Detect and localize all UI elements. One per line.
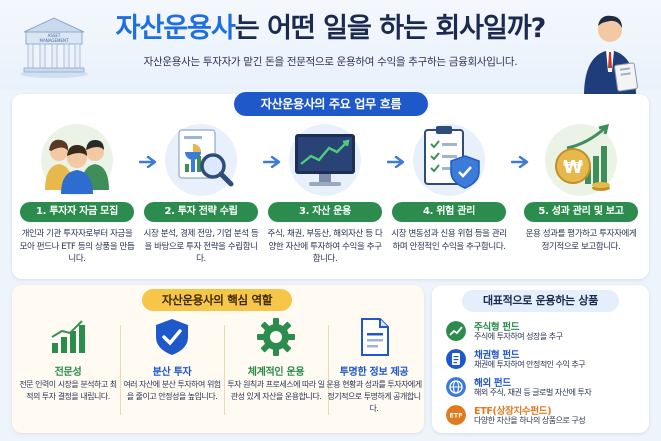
core-role-desc: 여러 자산에 분산 투자하여 위험을 줄이고 안정성을 높입니다. [123,380,221,401]
product-item: 해외 펀드 해외 주식, 채권 등 글로벌 자산에 투자 [446,375,646,401]
flow-step-label: 5. 성과 관리 및 보고 [524,202,638,222]
product-desc: 채권에 투자하여 안정적인 수익 추구 [474,360,586,369]
core-role-3: 체계적인 운용 투자 원칙과 프로세스에 따라 일관성 있게 자산을 운용합니다… [226,315,326,430]
product-name: 주식형 펀드 [474,322,520,333]
product-name: ETF(상장지수펀드) [474,406,552,417]
building-sign-line2: MANAGEMENT [40,38,69,43]
core-role-desc: 전문 인력이 시장을 분석하고 최적의 투자 결정을 내립니다. [19,380,117,401]
products-title: 대표적으로 운용하는 상품 [462,290,619,312]
product-desc: 주식에 투자하여 성장을 추구 [474,332,563,341]
product-item: 채권형 펀드 채권에 투자하여 안정적인 수익 추구 [446,347,646,373]
etf-icon-text: ETF [449,412,462,420]
divider [328,325,329,415]
flow-step-label: 2. 투자 전략 수립 [144,202,258,222]
core-roles-section: 자산운용사의 핵심 역할 전문성 전문 인력이 시장을 분석하고 최적의 투자 … [12,285,424,433]
core-role-2: 분산 투자 여러 자산에 분산 투자하여 위험을 줄이고 안정성을 높입니다. [122,315,222,430]
product-name: 해외 펀드 [474,378,511,389]
product-desc: 다양한 자산을 하나의 상품으로 구성 [474,416,586,425]
core-role-desc: 운용 현황과 성과를 투자자에게 정기적으로 투명하게 공개합니다. [326,380,422,413]
flow-step-desc: 시장 변동성과 신용 위험 등을 관리하며 안정적인 수익을 추구합니다. [391,229,507,252]
page-title: 자산운용사는 어떤 일을 하는 회사일까? [90,6,571,45]
divider [120,325,121,415]
core-role-name: 체계적인 운용 [247,367,305,378]
core-role-desc: 투자 원칙과 프로세스에 따라 일관성 있게 자산을 운용합니다. [227,380,325,401]
core-role-name: 전문성 [54,367,82,378]
core-roles-title: 자산운용사의 핵심 역할 [142,289,292,311]
flow-step-3: 3. 자산 운용 주식, 채권, 부동산, 해외자산 등 다양한 자산에 투자하… [266,118,384,278]
core-role-name: 투명한 정보 제공 [339,367,409,378]
business-person-illustration [584,15,638,96]
title-highlight: 자산운용사 [115,13,236,44]
gear-icon [257,318,295,356]
arrow-right-icon [139,156,157,168]
header-background [0,0,661,90]
flow-step-2: 2. 투자 전략 수립 시장 분석, 경제 전망, 기업 분석 등을 바탕으로 … [142,118,260,278]
flow-step-label: 4. 위험 관리 [392,202,506,222]
flow-step-label: 3. 자산 운용 [268,202,382,222]
work-flow-title: 자산운용사의 주요 업무 흐름 [234,92,428,116]
building-icon: ASSET MANAGEMENT [20,17,88,78]
bond-document-icon [446,349,466,369]
document-icon [361,318,389,356]
analysis-icon [165,124,237,196]
etf-icon: ETF [446,405,466,425]
monitor-chart-icon [289,124,361,196]
clipboard-shield-icon [413,124,485,196]
divider [224,325,225,415]
globe-icon [446,377,466,397]
building-sign-line1: ASSET [48,33,61,38]
flow-step-5: ₩ 5. 성과 관리 및 보고 운용 성과를 평가하고 투자자에게 정기적으로 … [522,118,640,278]
product-desc: 해외 주식, 채권 등 글로벌 자산에 투자 [474,388,592,397]
flow-step-desc: 개인과 기관 투자자로부터 자금을 모아 펀드나 ETF 등의 상품을 만듭니다… [19,229,135,264]
core-role-name: 분산 투자 [152,367,192,378]
product-item: ETF ETF(상장지수펀드) 다양한 자산을 하나의 상품으로 구성 [446,403,646,429]
core-role-4: 투명한 정보 제공 운용 현황과 성과를 투자자에게 정기적으로 투명하게 공개… [324,315,424,430]
title-rest: 는 어떤 일을 하는 회사일까? [234,13,547,44]
flow-step-desc: 운용 성과를 평가하고 투자자에게 정기적으로 보고합니다. [525,229,637,252]
flow-step-4: 4. 위험 관리 시장 변동성과 신용 위험 등을 관리하며 안정적인 수익을 … [390,118,508,278]
flow-step-label: 1. 투자자 자금 모집 [20,202,134,222]
page-subtitle: 자산운용사는 투자자가 맡긴 돈을 전문적으로 운용하여 수익을 추구하는 금융… [143,56,518,68]
arrow-right-icon [263,156,281,168]
shield-check-icon [156,319,188,355]
products-section: 대표적으로 운용하는 상품 주식형 펀드 주식에 투자하여 성장을 추구 채권형… [432,285,649,433]
won-coin-icon: ₩ [545,123,617,196]
flow-step-desc: 시장 분석, 경제 전망, 기업 분석 등을 바탕으로 투자 전략을 수립합니다… [143,229,259,264]
svg-text:₩: ₩ [563,157,583,178]
arrow-right-icon [387,156,405,168]
stock-chart-icon [446,321,466,341]
arrow-right-icon [511,156,529,168]
work-flow-section: 자산운용사의 주요 업무 흐름 1. 투자자 자금 모집 개인과 기관 투자자로… [12,92,649,279]
core-role-1: 전문성 전문 인력이 시장을 분석하고 최적의 투자 결정을 내립니다. [18,315,118,430]
flow-step-desc: 주식, 채권, 부동산, 해외자산 등 다양한 자산에 투자하여 수익을 추구합… [267,229,383,264]
product-item: 주식형 펀드 주식에 투자하여 성장을 추구 [446,319,646,345]
product-name: 채권형 펀드 [474,350,520,361]
growth-chart-icon [51,320,85,353]
investors-icon [41,124,113,196]
flow-step-1: 1. 투자자 자금 모집 개인과 기관 투자자로부터 자금을 모아 펀드나 ET… [18,118,136,278]
